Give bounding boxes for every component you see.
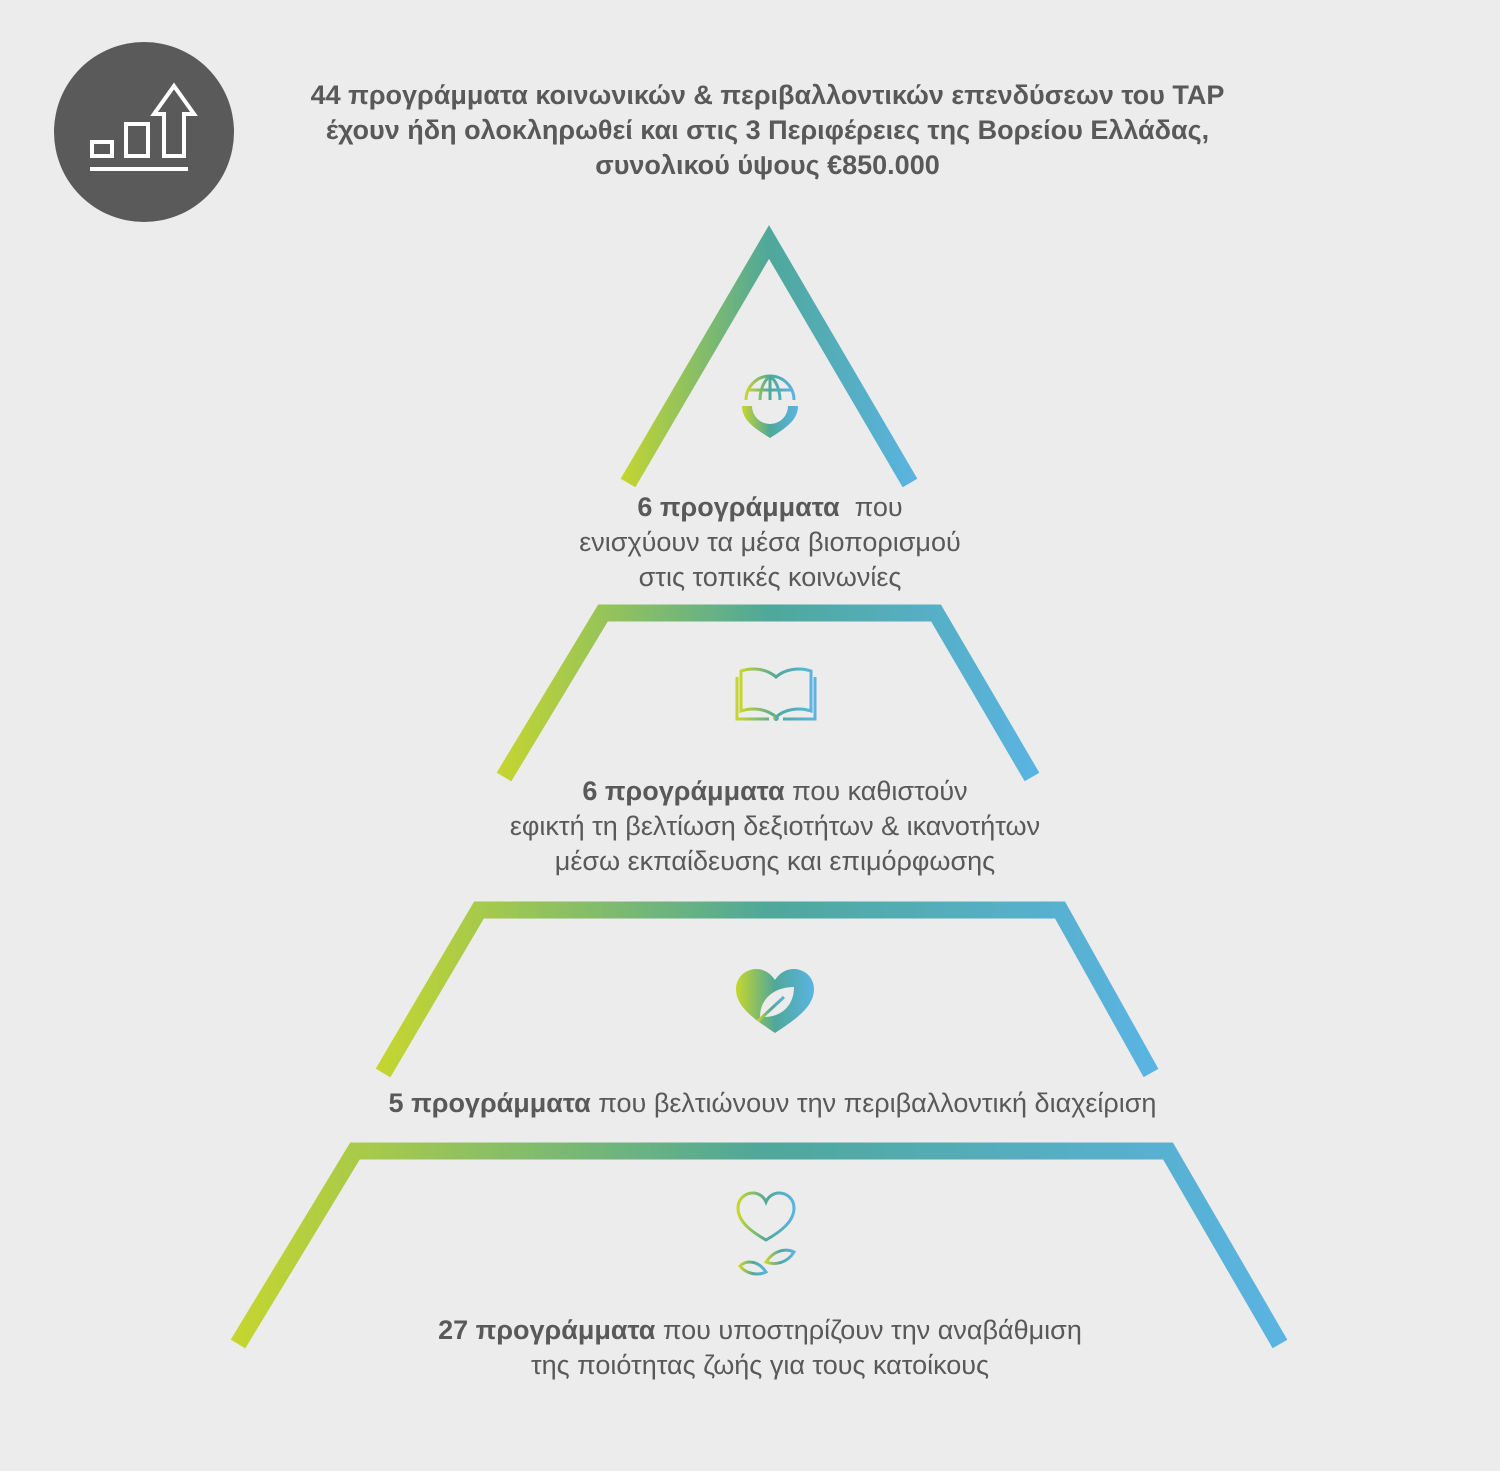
tier-1-line-1: 6 προγράμματα που <box>520 490 1020 525</box>
tier-2-line-1: 6 προγράμματα που καθιστούν <box>420 774 1130 809</box>
tier-4-text: 27 προγράμματα που υποστηρίζουν την αναβ… <box>360 1313 1160 1383</box>
tier-3-first-line-rest: που βελτιώνουν την περιβαλλοντική διαχεί… <box>590 1088 1157 1118</box>
pyramid-tier-2-frame <box>496 604 1040 782</box>
header-badge <box>54 42 234 222</box>
tier-4-count: 27 προγράμματα <box>438 1315 656 1345</box>
tier-1-line-2: ενισχύουν τα μέσα βιοπορισμού <box>579 527 961 557</box>
tier-2-line-2: εφικτή τη βελτίωση δεξιοτήτων & ικανοτήτ… <box>509 811 1041 841</box>
bar-chart-growth-icon <box>90 82 198 171</box>
tier-1-text: 6 προγράμματα που ενισχύουν τα μέσα βιοπ… <box>520 490 1020 595</box>
heart-plant-icon <box>720 1191 812 1296</box>
tier-2-count: 6 προγράμματα <box>582 776 785 806</box>
tier-1-first-line-rest: που <box>839 492 903 522</box>
tier-2-line-3: μέσω εκπαίδευσης και επιμόρφωσης <box>554 846 996 876</box>
headline-line-3: συνολικού ύψους €850.000 <box>595 150 940 180</box>
globe-pin-icon <box>742 374 798 438</box>
tier-4-line-2: της ποιότητας ζωής για τους κατοίκους <box>530 1350 990 1380</box>
headline-line-2: έχουν ήδη ολοκληρωθεί και στις 3 Περιφέρ… <box>325 115 1210 145</box>
tier-2-first-line-rest: που καθιστούν <box>784 776 968 806</box>
pyramid-tier-4-frame <box>230 1142 1288 1349</box>
tier-4-line-1: 27 προγράμματα που υποστηρίζουν την αναβ… <box>360 1313 1160 1348</box>
tier-2-text: 6 προγράμματα που καθιστούν εφικτή τη βε… <box>420 774 1130 879</box>
pyramid-tier-3-frame <box>375 901 1159 1078</box>
tier-4-first-line-rest: που υποστηρίζουν την αναβάθμιση <box>655 1315 1082 1345</box>
pyramid-tier-1-frame <box>620 225 918 488</box>
tier-3-text: 5 προγράμματα που βελτιώνουν την περιβαλ… <box>300 1086 1245 1121</box>
headline: 44 προγράμματα κοινωνικών & περιβαλλοντι… <box>220 78 1315 183</box>
headline-line-1: 44 προγράμματα κοινωνικών & περιβαλλοντι… <box>310 80 1225 110</box>
tier-1-line-3: στις τοπικές κοινωνίες <box>638 562 902 592</box>
tier-1-count: 6 προγράμματα <box>637 492 840 522</box>
heart-leaf-icon <box>736 969 814 1033</box>
tier-3-count: 5 προγράμματα <box>388 1088 591 1118</box>
tier-3-line-1: 5 προγράμματα που βελτιώνουν την περιβαλ… <box>300 1086 1245 1121</box>
open-book-icon <box>735 667 817 721</box>
